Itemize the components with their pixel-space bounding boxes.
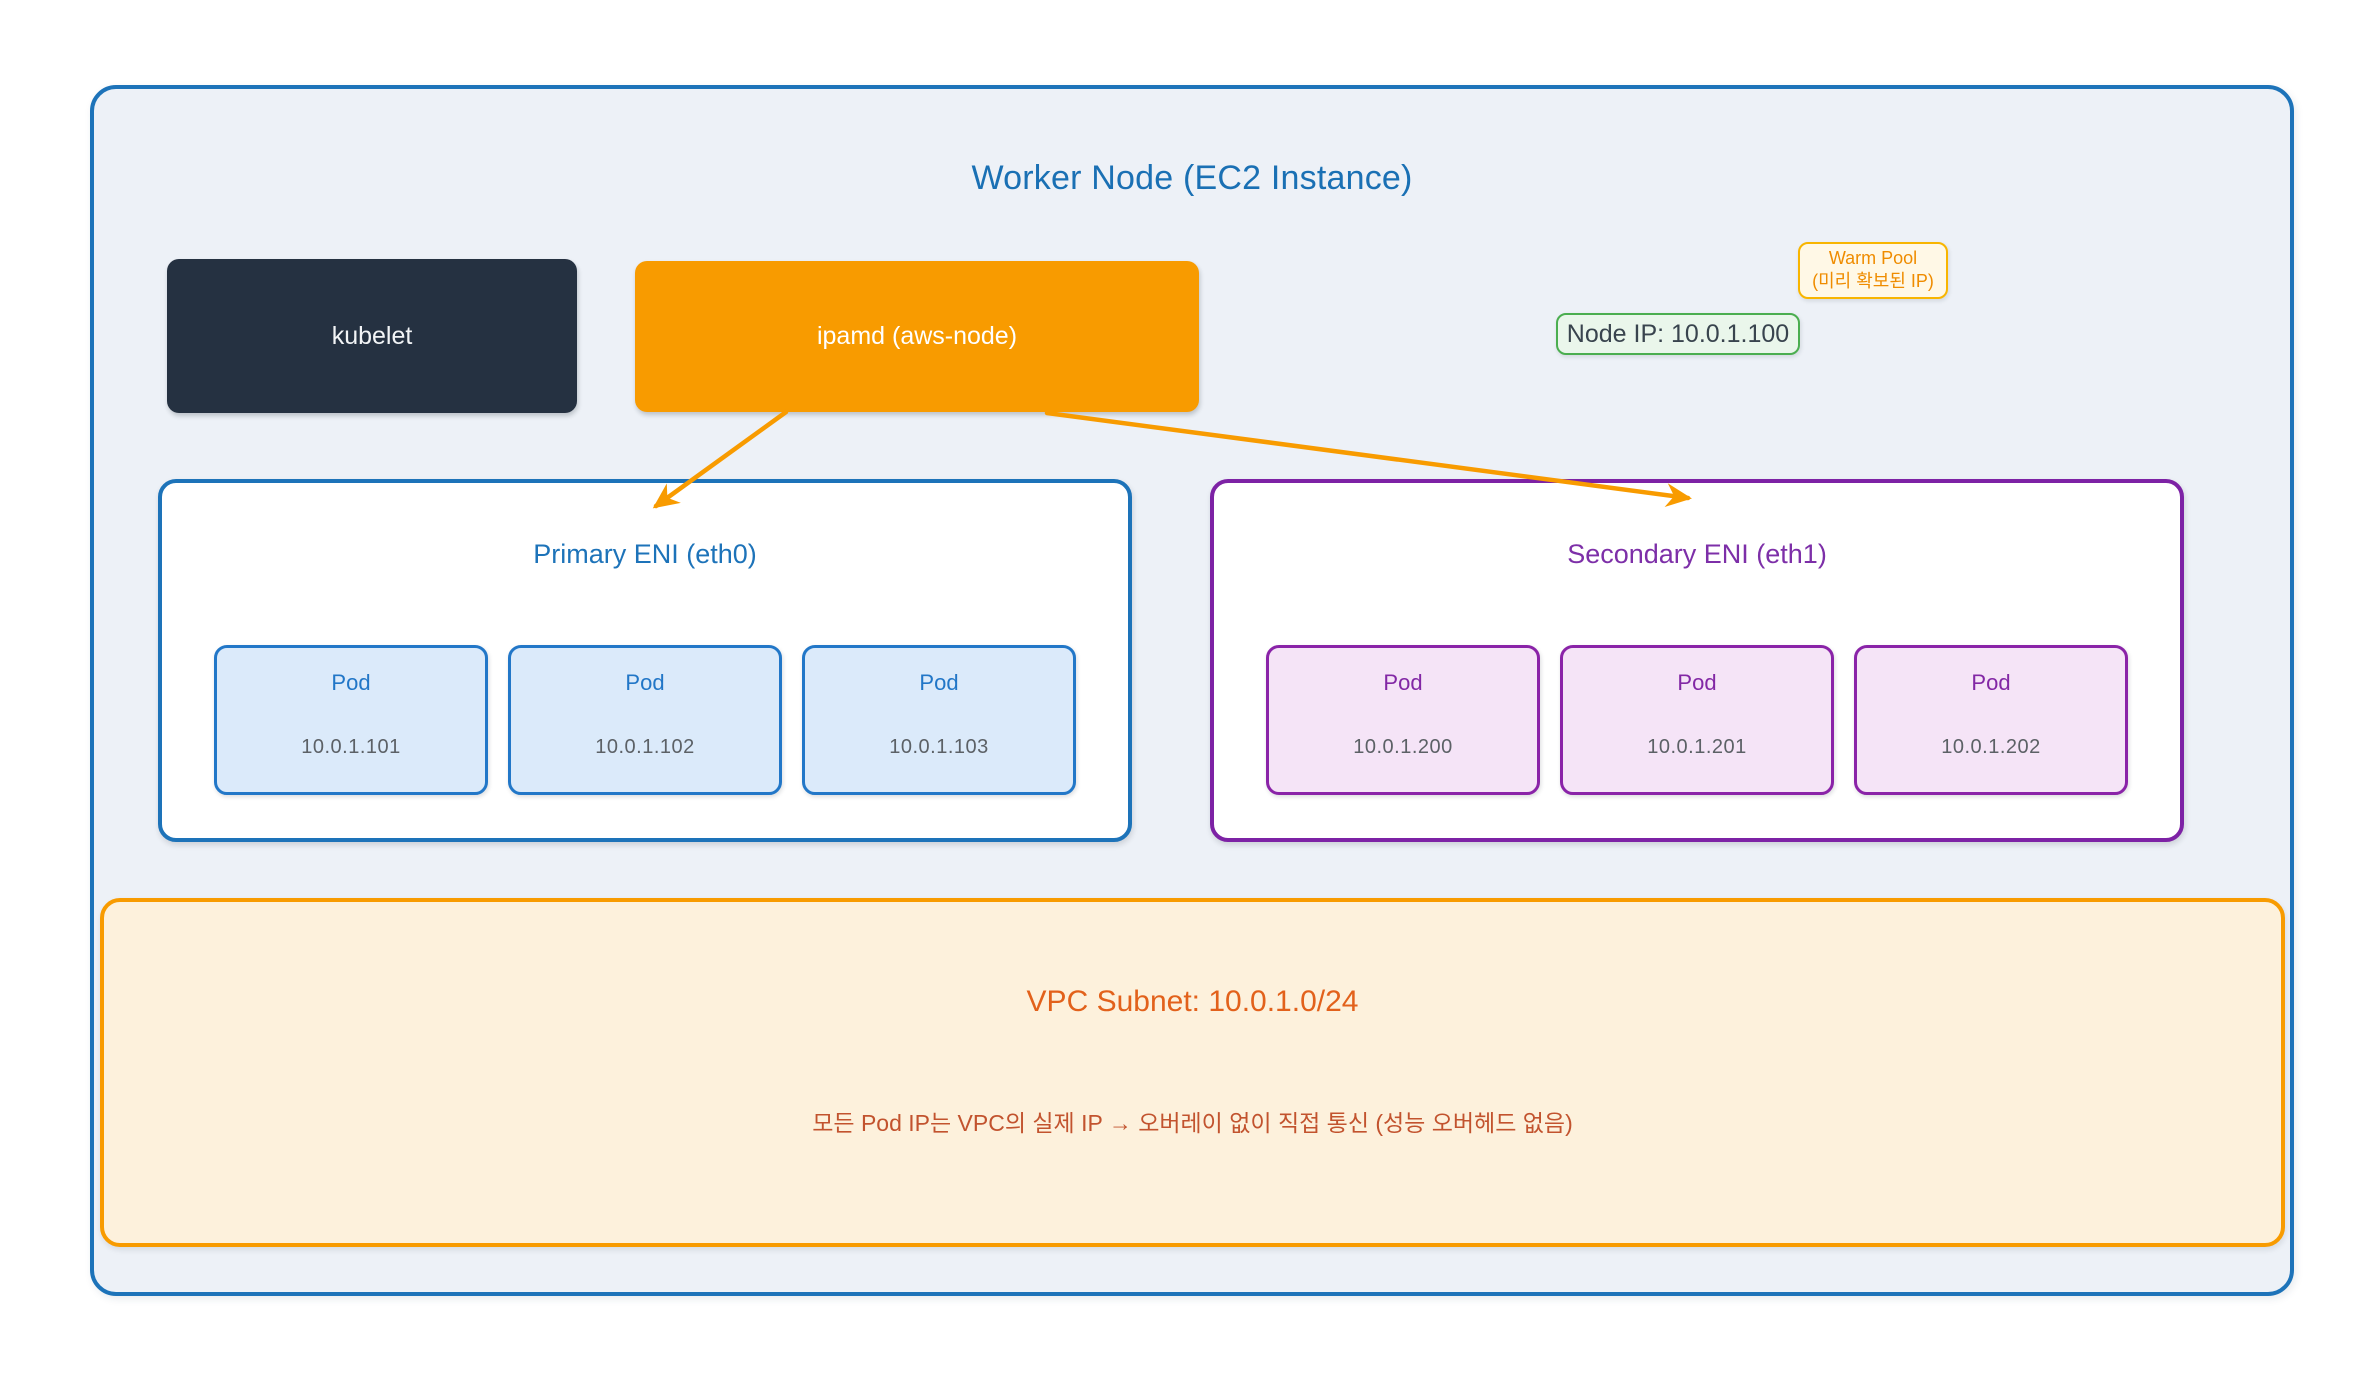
pod-ip: 10.0.1.201	[1647, 736, 1747, 759]
kubelet-box: kubelet	[167, 259, 577, 413]
primary-eni-pod-card: Pod 10.0.1.101	[214, 645, 488, 795]
node-ip-label: Node IP: 10.0.1.100	[1566, 319, 1790, 348]
primary-eni-pod-card: Pod 10.0.1.103	[802, 645, 1076, 795]
pod-label: Pod	[1971, 670, 2011, 695]
vpc-subnet-box: VPC Subnet: 10.0.1.0/24 모든 Pod IP는 VPC의 …	[100, 898, 2285, 1247]
vpc-subnet-note: 모든 Pod IP는 VPC의 실제 IP → 오버레이 없이 직접 통신 (성…	[812, 1110, 1573, 1136]
pod-label: Pod	[1677, 670, 1717, 695]
vpc-subnet-title: VPC Subnet: 10.0.1.0/24	[1026, 985, 1359, 1018]
secondary-eni-pod-card: Pod 10.0.1.200	[1266, 645, 1540, 795]
secondary-eni-pod-card: Pod 10.0.1.202	[1854, 645, 2128, 795]
kubelet-label: kubelet	[331, 321, 413, 350]
pod-ip: 10.0.1.102	[595, 736, 695, 759]
pod-label: Pod	[919, 670, 959, 695]
pod-ip: 10.0.1.202	[1941, 736, 2041, 759]
primary-eni-box: Primary ENI (eth0) Pod 10.0.1.101 Pod 10.0.…	[158, 479, 1132, 842]
worker-node-container: Worker Node (EC2 Instance) kubelet ipamd…	[90, 85, 2294, 1296]
node-ip-badge: Node IP: 10.0.1.100	[1556, 313, 1800, 355]
ipamd-box: ipamd (aws-node)	[635, 261, 1199, 412]
pod-label: Pod	[1383, 670, 1423, 695]
pod-label: Pod	[331, 670, 371, 695]
primary-eni-pods: Pod 10.0.1.101 Pod 10.0.1.102 Pod 10.0.1.103	[162, 645, 1128, 795]
warm-pool-badge: Warm Pool (미리 확보된 IP)	[1798, 242, 1948, 299]
secondary-eni-title: Secondary ENI (eth1)	[1567, 539, 1827, 569]
pod-ip: 10.0.1.200	[1353, 736, 1453, 759]
pod-ip: 10.0.1.101	[301, 736, 401, 759]
ipamd-label: ipamd (aws-node)	[816, 322, 1018, 350]
pod-label: Pod	[625, 670, 665, 695]
secondary-eni-box: Secondary ENI (eth1) Pod 10.0.1.200 Pod 10.…	[1210, 479, 2184, 842]
warm-pool-subtitle: (미리 확보된 IP)	[1812, 271, 1934, 292]
secondary-eni-pods: Pod 10.0.1.200 Pod 10.0.1.201 Pod 10.0.1.202	[1214, 645, 2180, 795]
secondary-eni-pod-card: Pod 10.0.1.201	[1560, 645, 1834, 795]
warm-pool-title: Warm Pool	[1828, 248, 1918, 268]
primary-eni-title: Primary ENI (eth0)	[533, 539, 757, 569]
primary-eni-pod-card: Pod 10.0.1.102	[508, 645, 782, 795]
worker-node-title: Worker Node (EC2 Instance)	[971, 159, 1413, 197]
pod-ip: 10.0.1.103	[889, 736, 989, 759]
